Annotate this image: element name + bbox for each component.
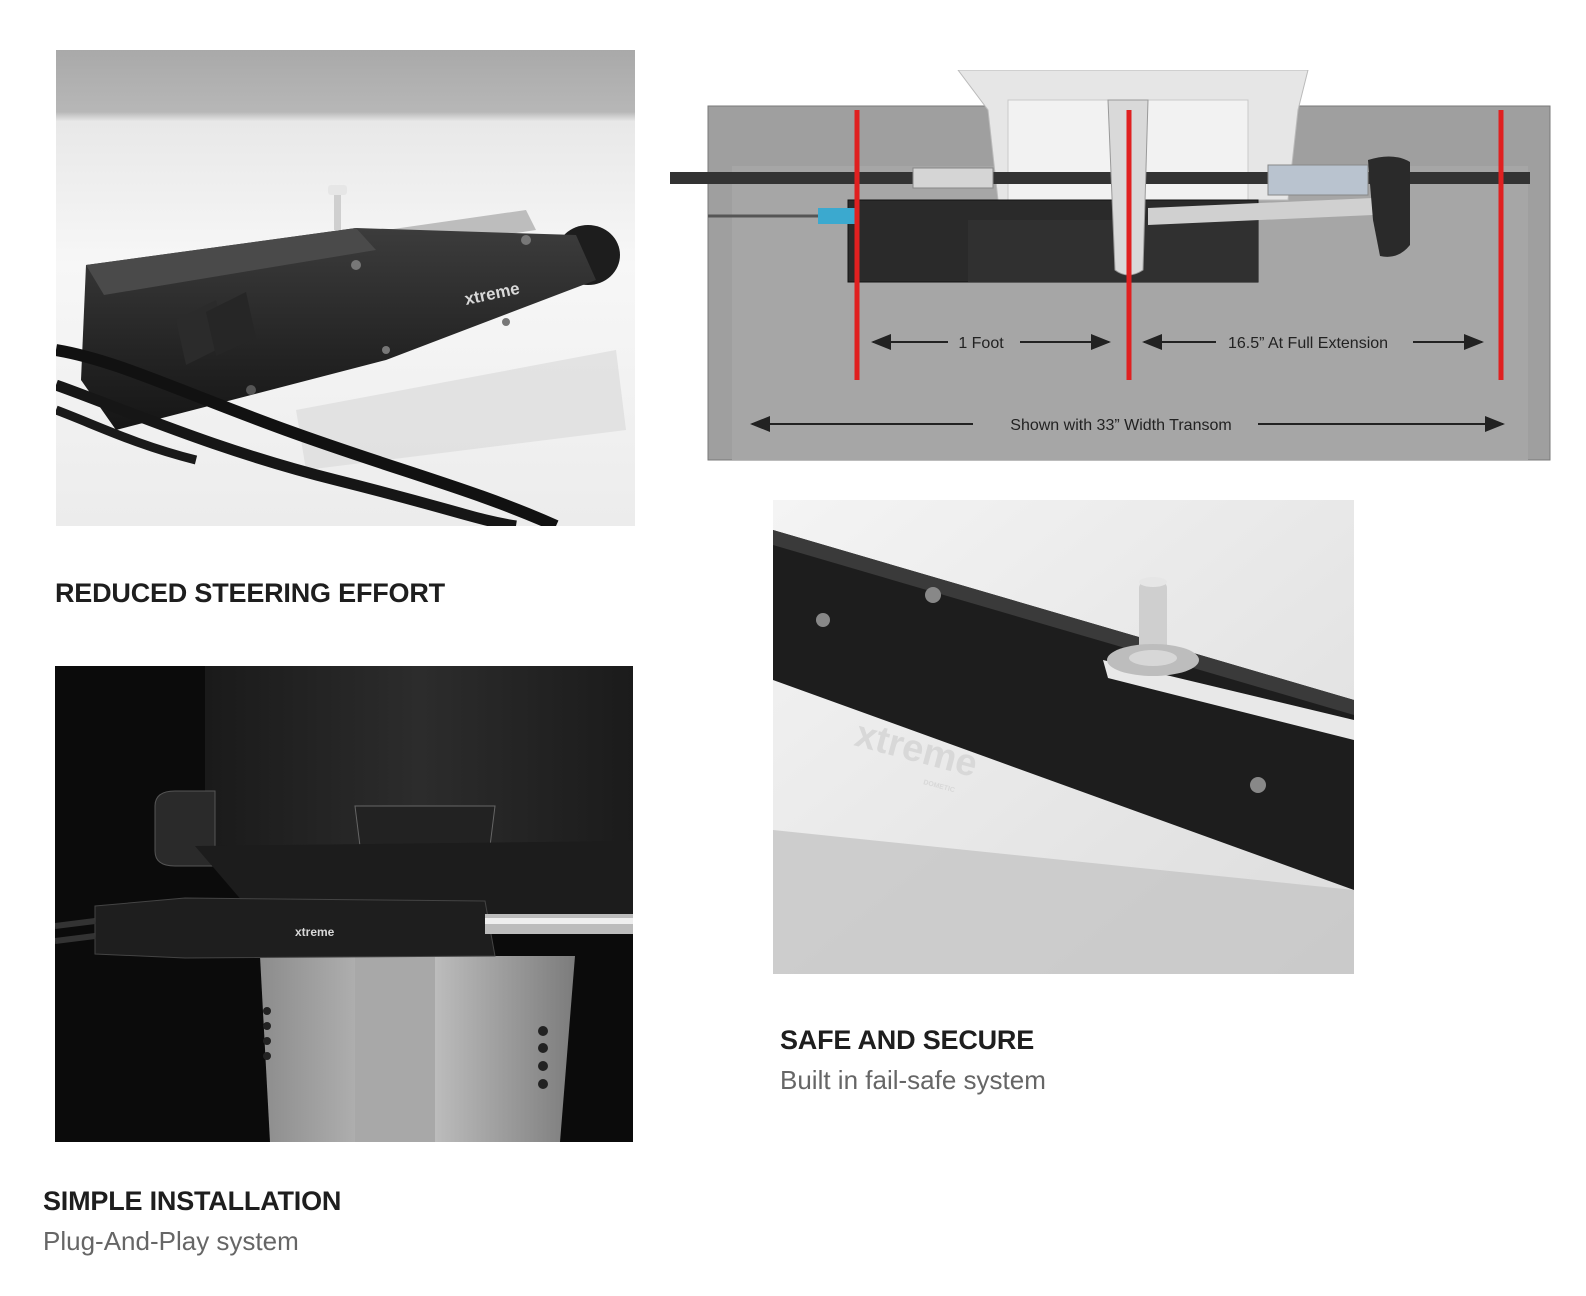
dimension-width: Shown with 33” Width Transom [1010, 417, 1231, 434]
reduced-steering-heading: REDUCED STEERING EFFORT [55, 578, 445, 608]
brand-logo-installed: xtreme [295, 925, 335, 939]
simple-installation-heading: SIMPLE INSTALLATION [43, 1186, 342, 1216]
dimension-diagram: 1 Foot 16.5” At Full Extension Shown wit… [668, 70, 1552, 462]
product-photo-closeup: xtreme DOMETIC [773, 500, 1354, 974]
dimension-extension: 16.5” At Full Extension [1228, 335, 1388, 352]
product-photo-actuator: xtreme [56, 50, 635, 526]
product-photo-installed: xtreme [55, 666, 633, 1142]
dimension-1-foot: 1 Foot [958, 335, 1004, 352]
safe-secure-subtitle: Built in fail-safe system [780, 1065, 1046, 1095]
simple-installation-subtitle: Plug-And-Play system [43, 1226, 299, 1256]
safe-secure-heading: SAFE AND SECURE [780, 1025, 1035, 1055]
